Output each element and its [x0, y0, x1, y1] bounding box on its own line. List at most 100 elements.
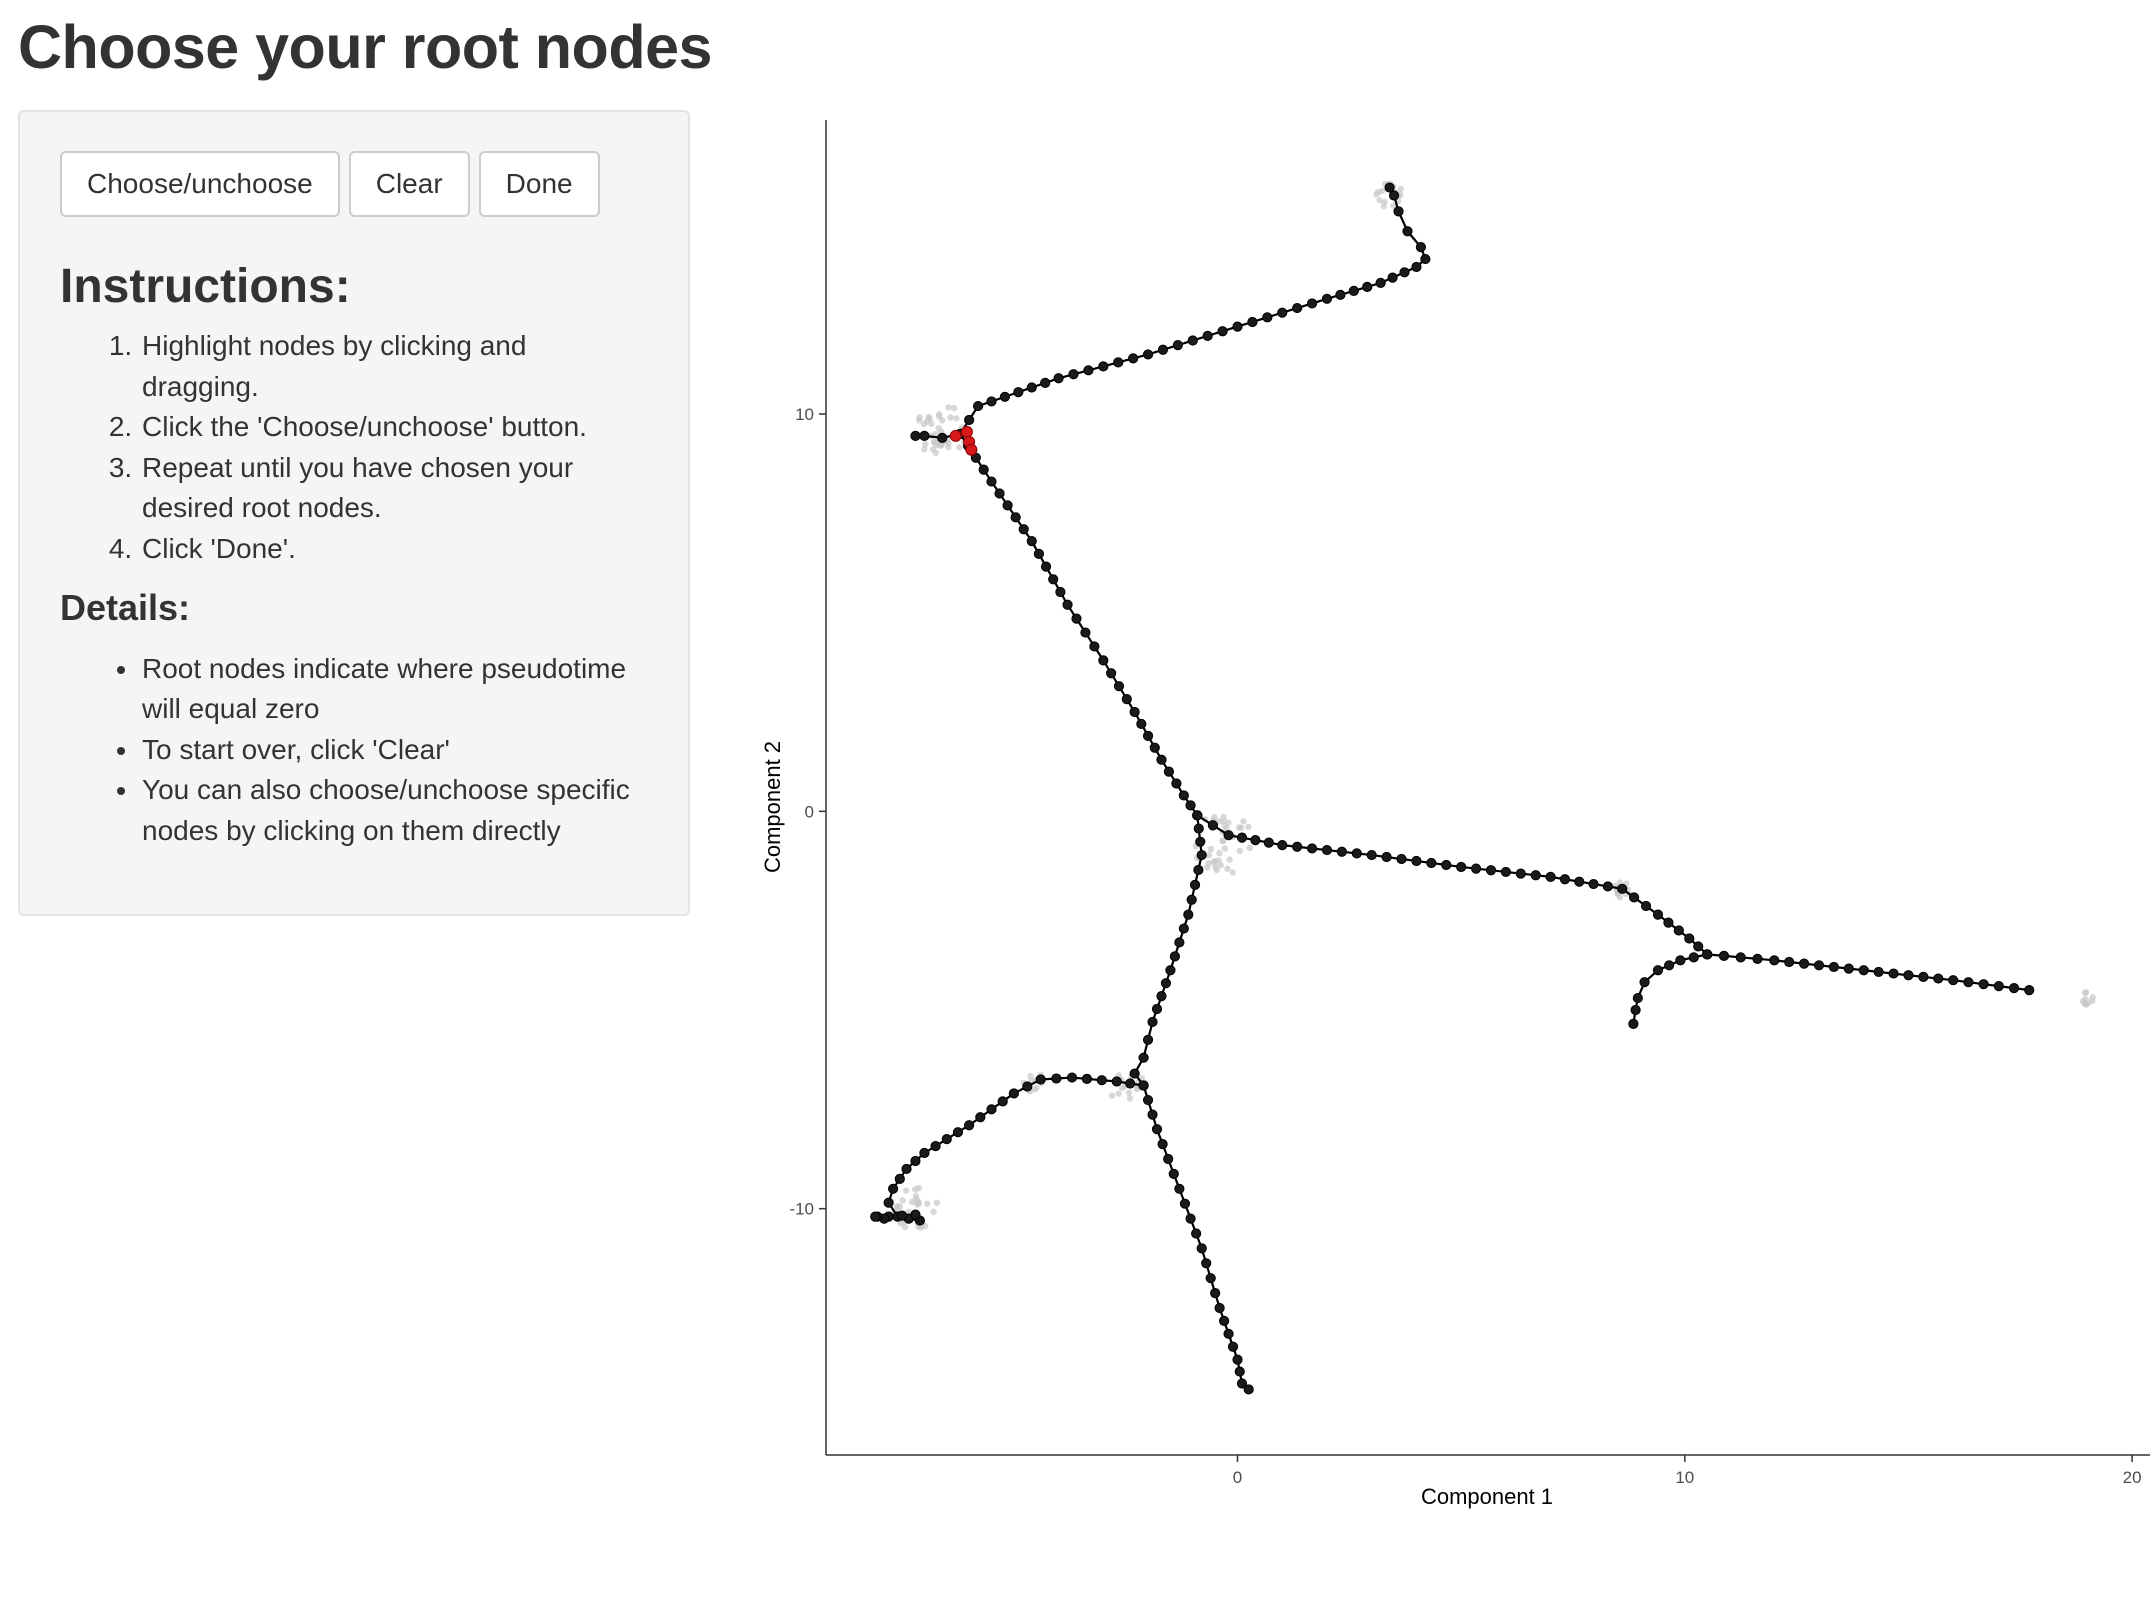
cell-point: [913, 1195, 920, 1203]
graph-node: [1321, 293, 1333, 304]
graph-node: [1632, 992, 1643, 1004]
graph-node: [1218, 1315, 1230, 1327]
graph-node: [1402, 226, 1413, 237]
sidebar-panel: Choose/unchoose Clear Done Instructions:…: [18, 110, 690, 916]
graph-node: [1978, 979, 1989, 990]
graph-node: [1629, 892, 1640, 903]
graph-node: [1366, 849, 1377, 861]
cell-point: [926, 415, 933, 422]
graph-node: [1048, 574, 1059, 585]
graph-node: [1201, 1258, 1212, 1269]
trajectory-edge: [959, 187, 1427, 435]
graph-node: [1156, 990, 1167, 1002]
graph-node: [1602, 881, 1613, 892]
selected-root-node: [965, 443, 978, 456]
graph-node: [1675, 955, 1686, 966]
graph-node: [1415, 242, 1427, 253]
graph-node: [1858, 965, 1869, 976]
cell-point: [933, 1199, 941, 1206]
graph-node: [894, 1173, 905, 1184]
cell-point: [1378, 187, 1386, 195]
cell-point: [903, 1187, 910, 1194]
graph-node: [1192, 810, 1203, 821]
graph-node: [1336, 846, 1347, 857]
graph-node: [1250, 835, 1261, 846]
cell-point: [1235, 824, 1243, 831]
cell-point: [920, 420, 928, 428]
cell-point: [1397, 185, 1404, 193]
cell-point: [1205, 851, 1213, 859]
cell-point: [1207, 845, 1215, 853]
graph-node: [1933, 973, 1944, 984]
graph-node: [1752, 953, 1763, 964]
graph-node: [1411, 855, 1422, 867]
graph-node: [978, 464, 989, 475]
graph-node: [1277, 840, 1288, 851]
graph-node: [1174, 937, 1185, 948]
graph-node: [1098, 361, 1109, 372]
graph-node: [1018, 524, 1029, 535]
x-axis-title: Component 1: [1421, 1484, 1553, 1509]
graph-node: [1351, 848, 1362, 859]
graph-node: [1399, 267, 1410, 278]
done-button[interactable]: Done: [478, 151, 600, 217]
graph-node: [1263, 837, 1274, 848]
cell-point: [916, 414, 923, 421]
graph-node: [1151, 1124, 1163, 1135]
cell-point: [1245, 823, 1252, 831]
graph-node: [930, 1140, 941, 1152]
graph-node: [1125, 1078, 1136, 1089]
cell-point: [1236, 847, 1243, 855]
graph-node: [1157, 1138, 1168, 1150]
graph-node: [1381, 851, 1392, 863]
graph-node: [1157, 344, 1169, 355]
graph-node: [1156, 754, 1167, 765]
graph-node: [1396, 853, 1407, 865]
graph-node: [1171, 778, 1182, 789]
graph-node: [1277, 307, 1288, 318]
graph-node: [1147, 1109, 1158, 1120]
graph-node: [986, 1104, 997, 1115]
graph-node: [999, 391, 1011, 402]
graph-node: [1186, 894, 1197, 905]
graph-node: [1040, 377, 1051, 388]
graph-node: [1688, 952, 1699, 963]
graph-node: [1040, 561, 1052, 572]
graph-node: [1121, 693, 1132, 705]
button-row: Choose/unchoose Clear Done: [60, 151, 648, 217]
edge-layer: [875, 187, 2030, 1391]
choose-unchoose-button[interactable]: Choose/unchoose: [60, 151, 340, 217]
graph-node: [1195, 836, 1206, 847]
graph-node: [896, 1210, 908, 1221]
graph-node: [870, 1211, 881, 1222]
graph-node: [1008, 1088, 1019, 1099]
graph-node: [910, 430, 921, 441]
detail-item: Root nodes indicate where pseudotime wil…: [140, 649, 648, 730]
graph-node: [1420, 253, 1431, 265]
graph-node: [1306, 843, 1318, 854]
graph-node: [1684, 933, 1695, 944]
graph-node: [1138, 1052, 1149, 1063]
graph-node: [1388, 190, 1400, 201]
graph-node: [1362, 281, 1373, 292]
cell-point: [921, 446, 928, 453]
graph-node: [1169, 951, 1180, 962]
graph-node: [1196, 1243, 1207, 1254]
y-axis-title: Component 2: [760, 741, 785, 873]
graph-node: [1196, 849, 1207, 861]
graph-node: [964, 414, 975, 426]
graph-node: [1588, 878, 1599, 890]
graph-node: [1142, 349, 1154, 360]
graph-node: [1098, 655, 1109, 666]
graph-node: [941, 1134, 952, 1145]
clear-button[interactable]: Clear: [348, 151, 470, 217]
instructions-heading: Instructions:: [60, 260, 351, 313]
cell-point: [2083, 1001, 2090, 1008]
cell-point: [953, 415, 960, 422]
graph-node: [1062, 599, 1073, 610]
cell-point: [1376, 197, 1383, 204]
detail-item: You can also choose/unchoose specific no…: [140, 770, 648, 851]
graph-node: [1515, 868, 1526, 879]
